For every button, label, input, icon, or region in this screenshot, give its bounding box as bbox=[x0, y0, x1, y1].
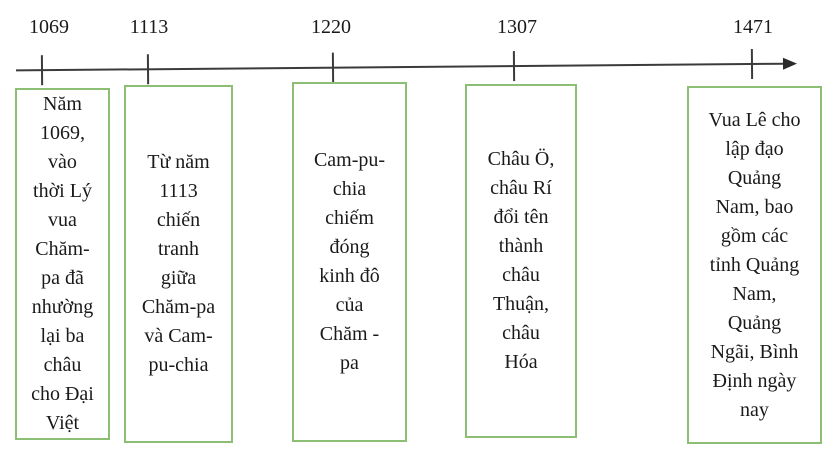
year-label-1113: 1113 bbox=[129, 16, 169, 38]
event-text-1113: Từ năm 1113 chiến tranh giữa Chăm-pa và … bbox=[141, 151, 216, 376]
tick-1307 bbox=[512, 51, 516, 82]
axis-line bbox=[16, 62, 785, 72]
arrowhead-icon bbox=[782, 57, 798, 70]
tick-1471 bbox=[750, 48, 754, 79]
year-label-1307: 1307 bbox=[497, 16, 537, 38]
event-box-1307: Châu Ö, châu Rí đổi tên thành châu Thuận… bbox=[465, 84, 577, 438]
year-label-1471: 1471 bbox=[733, 16, 773, 38]
event-text-1220: Cam-pu- chia chiếm đóng kinh đô của Chăm… bbox=[313, 149, 386, 374]
event-text-1069: Năm 1069, vào thời Lý vua Chăm- pa đã nh… bbox=[31, 93, 94, 434]
event-box-1069: Năm 1069, vào thời Lý vua Chăm- pa đã nh… bbox=[15, 88, 110, 440]
year-label-1220: 1220 bbox=[311, 16, 351, 38]
tick-1069 bbox=[40, 55, 44, 86]
event-box-1220: Cam-pu- chia chiếm đóng kinh đô của Chăm… bbox=[292, 82, 407, 442]
event-box-1113: Từ năm 1113 chiến tranh giữa Chăm-pa và … bbox=[124, 85, 233, 443]
event-box-1471: Vua Lê cho lập đạo Quảng Nam, bao gồm cá… bbox=[687, 86, 822, 444]
tick-1220 bbox=[331, 52, 335, 83]
year-label-1069: 1069 bbox=[29, 16, 69, 38]
tick-1113 bbox=[146, 54, 150, 85]
timeline-axis bbox=[16, 48, 798, 86]
event-text-1471: Vua Lê cho lập đạo Quảng Nam, bao gồm cá… bbox=[708, 108, 801, 421]
event-text-1307: Châu Ö, châu Rí đổi tên thành châu Thuận… bbox=[487, 148, 555, 373]
